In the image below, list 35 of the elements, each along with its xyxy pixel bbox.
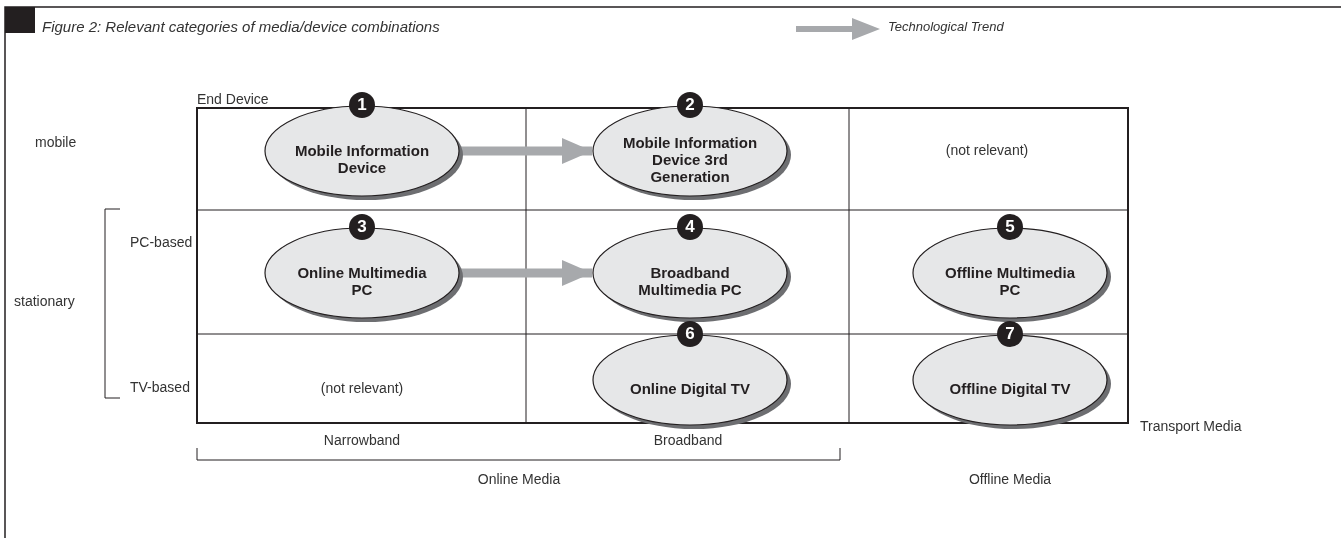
ellipse-node <box>592 92 792 201</box>
arrow <box>460 138 592 164</box>
axis-label: Transport Media <box>1140 418 1242 434</box>
ellipse-node <box>592 214 792 323</box>
cell-note: (not relevant) <box>945 142 1029 158</box>
node-label: Offline Multimedia PC <box>944 264 1076 298</box>
node-label: Mobile Information Device <box>293 142 431 176</box>
column-label: Narrowband <box>323 432 401 448</box>
number-badge: 1 <box>349 92 375 118</box>
number-badge: 4 <box>677 214 703 240</box>
column-label: Offline Media <box>968 471 1052 487</box>
number-badge: 6 <box>677 321 703 347</box>
ellipse-node <box>592 321 792 430</box>
cell-note: (not relevant) <box>320 380 404 396</box>
node-label: Mobile Information Device 3rd Generation <box>621 133 759 185</box>
row-label: TV-based <box>130 379 190 395</box>
row-label: PC-based <box>130 234 193 250</box>
legend-label: Technological Trend <box>888 19 1004 34</box>
number-badge: 2 <box>677 92 703 118</box>
column-label: Broadband <box>653 432 723 448</box>
node-label: Online Multimedia PC <box>296 264 428 298</box>
axis-label: End Device <box>197 91 269 107</box>
row-label: stationary <box>14 293 75 309</box>
row-label: mobile <box>35 134 77 150</box>
node-label: Online Digital TV <box>629 379 751 397</box>
figure-title: Figure 2: Relevant categories of media/device combinations <box>42 18 440 35</box>
arrow <box>460 260 592 286</box>
ellipse-node <box>912 321 1112 430</box>
column-label: Online Media <box>477 471 561 487</box>
ellipse-node <box>264 214 464 323</box>
number-badge: 3 <box>349 214 375 240</box>
number-badge: 5 <box>997 214 1023 240</box>
node-label: Broadband Multimedia PC <box>637 264 743 298</box>
node-label: Offline Digital TV <box>948 379 1072 397</box>
ellipse-node <box>912 214 1112 323</box>
